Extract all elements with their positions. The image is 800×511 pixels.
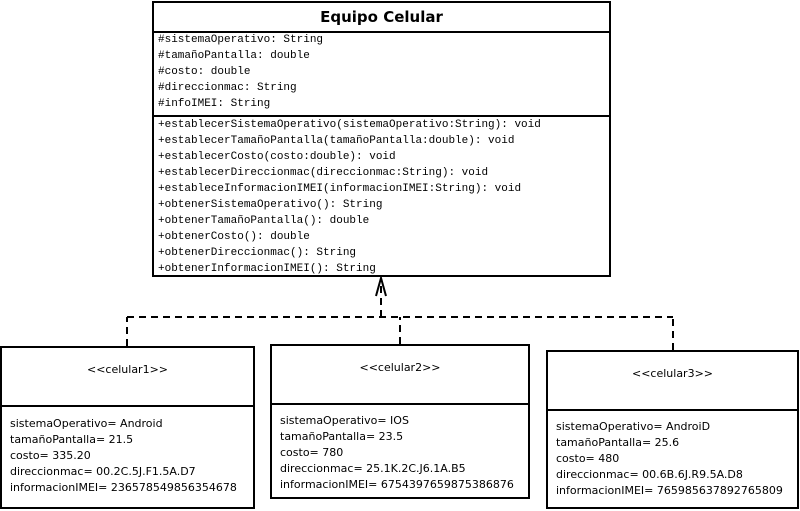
instance-value: informacionIMEI= 6754397659875386876 bbox=[280, 478, 514, 491]
method-establecer-direccionmac: +establecerDireccionmac(direccionmac:Str… bbox=[158, 167, 489, 179]
instance-value: informacionIMEI= 236578549856354678 bbox=[10, 481, 237, 494]
method-obtener-tamano-pantalla: +obtenerTamañoPantalla(): double bbox=[158, 215, 370, 227]
attribute-info-imei: #infoIMEI: String bbox=[158, 98, 271, 110]
method-establecer-costo: +establecerCosto(costo:double): void bbox=[158, 151, 396, 163]
instance-divider bbox=[2, 405, 253, 407]
instance-divider bbox=[272, 403, 528, 405]
method-establece-informacion-imei: +estableceInformacionIMEI(informacionIME… bbox=[158, 183, 522, 195]
instance-value: tamañoPantalla= 21.5 bbox=[10, 433, 134, 446]
instance-divider bbox=[548, 409, 797, 411]
instance-value: sistemaOperativo= AndroiD bbox=[556, 420, 711, 433]
instance-value: direccionmac= 00.6B.6J.R9.5A.D8 bbox=[556, 468, 743, 481]
class-equipo-celular[interactable]: Equipo Celular #sistemaOperativo: String… bbox=[152, 1, 611, 277]
attribute-sistema-operativo: #sistemaOperativo: String bbox=[158, 34, 324, 46]
arrow-head-icon bbox=[375, 274, 387, 297]
instance-value: informacionIMEI= 765985637892765809 bbox=[556, 484, 783, 497]
instance-value: sistemaOperativo= Android bbox=[10, 417, 163, 430]
instance-celular1[interactable]: <<celular1>> sistemaOperativo= Android t… bbox=[0, 346, 255, 509]
method-obtener-direccionmac: +obtenerDireccionmac(): String bbox=[158, 247, 357, 259]
instance-title: <<celular1>> bbox=[86, 363, 169, 376]
instance-value: direccionmac= 00.2C.5J.F1.5A.D7 bbox=[10, 465, 196, 478]
method-establecer-tamano-pantalla: +establecerTamañoPantalla(tamañoPantalla… bbox=[158, 135, 515, 147]
instance-title: <<celular2>> bbox=[359, 361, 441, 374]
instance-value: costo= 335.20 bbox=[10, 449, 91, 462]
instance-value: costo= 780 bbox=[280, 446, 344, 459]
method-establecer-sistema-operativo: +establecerSistemaOperativo(sistemaOpera… bbox=[158, 119, 541, 131]
method-obtener-informacion-imei: +obtenerInformacionIMEI(): String bbox=[158, 263, 376, 275]
instance-value: sistemaOperativo= IOS bbox=[280, 414, 409, 427]
instance-celular2[interactable]: <<celular2>> sistemaOperativo= IOS tamañ… bbox=[270, 344, 530, 499]
instance-value: tamañoPantalla= 23.5 bbox=[280, 430, 404, 443]
attribute-costo: #costo: double bbox=[158, 66, 251, 78]
instance-title: <<celular3>> bbox=[631, 367, 714, 380]
attribute-direccionmac: #direccionmac: String bbox=[158, 82, 297, 94]
instance-celular3[interactable]: <<celular3>> sistemaOperativo= AndroiD t… bbox=[546, 350, 799, 509]
method-obtener-sistema-operativo: +obtenerSistemaOperativo(): String bbox=[158, 199, 383, 211]
instance-value: direccionmac= 25.1K.2C.J6.1A.B5 bbox=[280, 462, 466, 475]
instance-value: tamañoPantalla= 25.6 bbox=[556, 436, 680, 449]
class-attributes: #sistemaOperativo: String #tamañoPantall… bbox=[154, 31, 609, 117]
attribute-tamano-pantalla: #tamañoPantalla: double bbox=[158, 50, 310, 62]
class-title: Equipo Celular bbox=[154, 3, 609, 33]
instance-value: costo= 480 bbox=[556, 452, 620, 465]
method-obtener-costo: +obtenerCosto(): double bbox=[158, 231, 310, 243]
